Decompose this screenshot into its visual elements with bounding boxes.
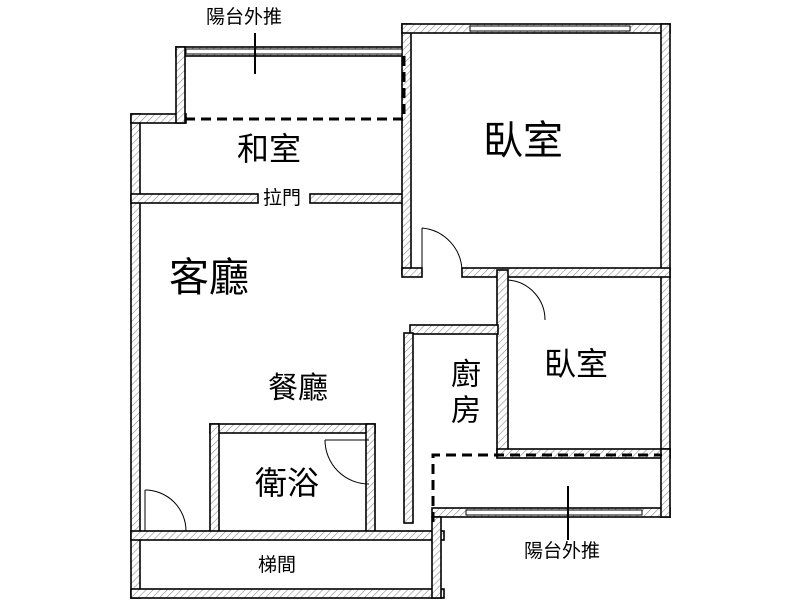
bedroom-main-label: 臥室 — [483, 118, 563, 164]
balcony-bottom-label: 陽台外推 — [524, 540, 601, 562]
kitchen-label: 廚房 — [445, 358, 480, 430]
windows — [185, 25, 643, 516]
dashed-extensions — [185, 56, 662, 522]
sliding-door-label: 拉門 — [263, 187, 302, 209]
dining-room-label: 餐廳 — [268, 371, 328, 406]
wall-sliding-left — [130, 193, 259, 204]
bedroom-second-label: 臥室 — [544, 345, 609, 383]
doors — [144, 227, 546, 532]
wall-balcony-left — [175, 46, 186, 124]
wall-kitchen-left — [403, 332, 414, 524]
wall-corridor-short — [409, 324, 499, 335]
wall-sliding-right — [309, 193, 406, 204]
watermark — [300, 268, 400, 328]
wall-bath-top — [209, 423, 376, 434]
door-bedroom-second — [507, 279, 546, 321]
window-bedroom-top — [469, 25, 631, 32]
wall-left — [130, 113, 141, 599]
living-room-label: 客廳 — [169, 255, 249, 301]
balcony-top-label: 陽台外推 — [206, 6, 283, 28]
wall-stair-top — [130, 530, 445, 541]
window-balcony-bottom — [465, 509, 643, 516]
wall-bedroom-right — [660, 23, 671, 459]
wall-bath-left — [209, 423, 220, 535]
japanese-room-label: 和室 — [237, 130, 302, 168]
stairwell-label: 梯間 — [258, 554, 297, 576]
door-bathroom — [324, 439, 370, 485]
wall-bedroom-bottom — [461, 267, 671, 278]
wall-stair-right — [431, 516, 442, 599]
window-balcony-top — [185, 48, 403, 55]
wall-corridor-right — [496, 269, 509, 458]
bathroom-label: 衛浴 — [255, 464, 320, 502]
wall-balcony-right — [660, 448, 671, 518]
door-bedroom-main — [421, 227, 463, 273]
annotation-lines — [254, 33, 569, 540]
door-entrance — [144, 489, 187, 532]
wall-door-jamb — [401, 267, 423, 278]
wall-bottom — [130, 588, 445, 599]
